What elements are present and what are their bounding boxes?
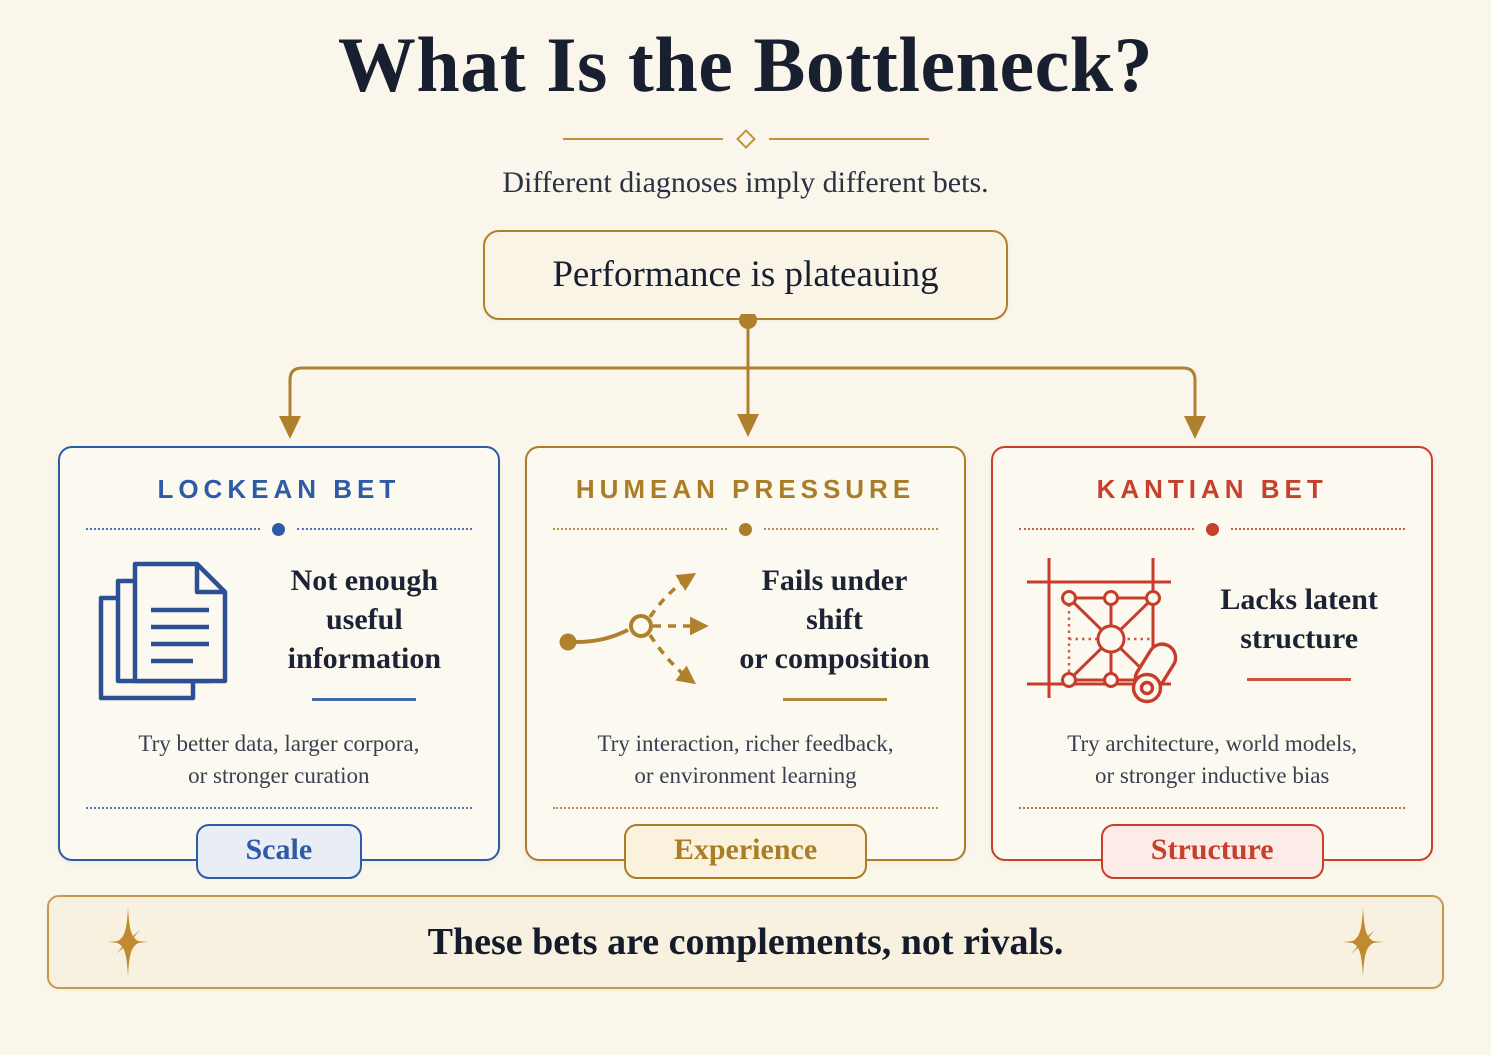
divider-line-right: [768, 137, 929, 140]
sparkle-icon: [1341, 907, 1385, 977]
headline-line: Fails under shift: [761, 563, 908, 636]
documents-icon: [86, 552, 251, 710]
card-humean-detail: Try interaction, richer feedback, or env…: [553, 728, 939, 792]
headline-line: Not enough: [290, 563, 439, 597]
card-body: Lacks latent structure: [1019, 546, 1405, 716]
headline-line: Lacks latent: [1220, 583, 1378, 617]
badge-row: Scale: [86, 824, 472, 880]
badge-row: Structure: [1019, 824, 1405, 880]
header: What Is the Bottleneck? Different diagno…: [0, 0, 1491, 200]
connector-origin-dot: [739, 313, 757, 329]
footer-text: These bets are complements, not rivals.: [427, 920, 1064, 963]
card-kantian-detail: Try architecture, world models, or stron…: [1019, 728, 1405, 792]
footer-banner: These bets are complements, not rivals.: [47, 894, 1444, 989]
detail-line: or environment learning: [634, 763, 857, 789]
detail-line: or stronger inductive bias: [1094, 763, 1330, 789]
diamond-icon: [735, 128, 756, 149]
page-title: What Is the Bottleneck?: [337, 21, 1154, 108]
detail-line: Try better data, larger corpora,: [138, 730, 420, 756]
rule-dot: [1205, 522, 1219, 536]
arrow-down-left-icon: [279, 415, 301, 439]
headline-rule: [782, 697, 887, 701]
flow-connectors: [279, 313, 1206, 439]
rule-line: [1230, 528, 1406, 531]
root-node: Performance is plateauing: [483, 229, 1008, 320]
root-node-label: Performance is plateauing: [552, 254, 939, 296]
page-subtitle: Different diagnoses imply different bets…: [502, 165, 989, 199]
connector-branch-line: [288, 366, 1197, 418]
sparkle-icon: [106, 907, 150, 977]
arrow-down-center-icon: [737, 413, 759, 437]
rule-line: [1019, 528, 1194, 531]
arrow-down-right-icon: [1184, 415, 1206, 439]
headline-wrap: Fails under shift or composition: [731, 561, 939, 701]
headline-wrap: Not enough useful information: [257, 561, 472, 701]
card-lockean-title: LOCKEAN BET: [157, 473, 401, 504]
dotted-rule-bottom: [552, 807, 939, 810]
headline-line: or composition: [739, 641, 930, 675]
dotted-rule-bottom: [86, 807, 472, 810]
card-kantian-title: KANTIAN BET: [1096, 473, 1328, 504]
dotted-rule: [1019, 522, 1406, 536]
card-body: Fails under shift or composition: [553, 546, 939, 716]
dotted-rule-bottom: [1019, 807, 1406, 810]
card-humean-pressure: HUMEAN PRESSURE: [524, 445, 967, 880]
rule-line: [297, 528, 472, 531]
detail-line: Try architecture, world models,: [1067, 730, 1358, 756]
blueprint-icon: [1019, 552, 1187, 710]
rule-dot: [739, 522, 753, 536]
headline-rule: [1247, 678, 1352, 682]
card-lockean-detail: Try better data, larger corpora, or stro…: [86, 728, 472, 792]
card-humean-title: HUMEAN PRESSURE: [575, 473, 916, 504]
rule-line: [764, 528, 939, 531]
badge-row: Experience: [553, 824, 939, 880]
dotted-rule: [86, 522, 472, 536]
card-body: Not enough useful information: [86, 546, 472, 716]
branching-arrows-icon: [553, 552, 725, 710]
badge-experience: Experience: [623, 824, 868, 880]
detail-line: Try interaction, richer feedback,: [597, 730, 894, 756]
rule-line: [552, 528, 728, 531]
card-lockean-bet: LOCKEAN BET: [58, 445, 500, 880]
card-lockean-headline: Not enough useful information: [257, 561, 472, 678]
headline-line: useful information: [287, 602, 441, 675]
headline-wrap: Lacks latent structure: [1193, 580, 1405, 682]
badge-scale: Scale: [195, 824, 363, 880]
detail-line: or stronger curation: [188, 763, 370, 789]
badge-structure: Structure: [1100, 824, 1324, 880]
cards-row: LOCKEAN BET: [0, 445, 1491, 880]
headline-line: structure: [1240, 622, 1359, 656]
rule-dot: [272, 522, 286, 536]
title-divider: [0, 128, 1491, 149]
card-kantian-bet: KANTIAN BET: [991, 445, 1434, 880]
headline-rule: [312, 697, 417, 701]
card-humean-headline: Fails under shift or composition: [731, 561, 939, 678]
divider-line-left: [562, 137, 723, 140]
rule-line: [86, 528, 261, 531]
dotted-rule: [552, 522, 939, 536]
card-kantian-headline: Lacks latent structure: [1193, 580, 1405, 658]
